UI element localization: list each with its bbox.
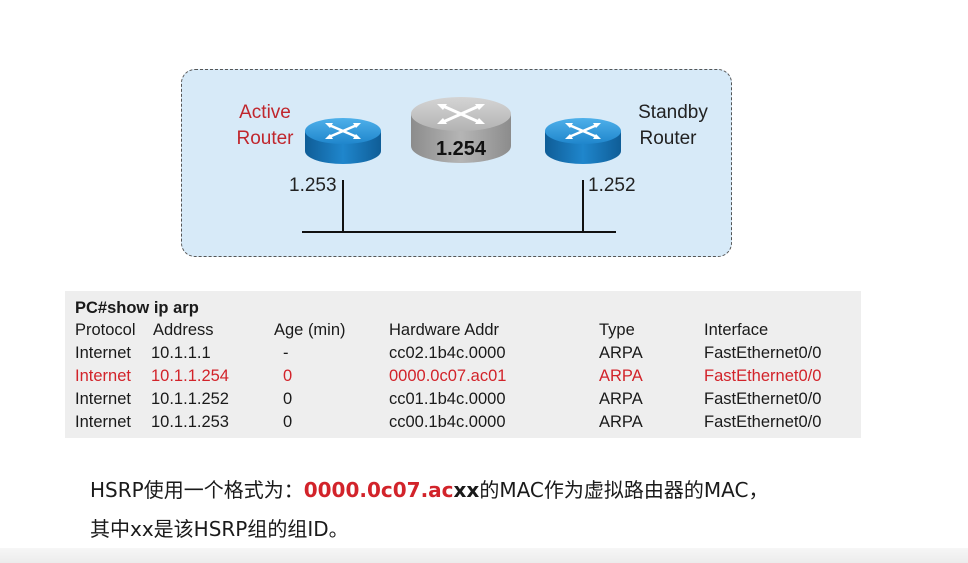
arp-row-interface: FastEthernet0/0 — [704, 413, 822, 431]
arp-row-address: 10.1.1.1 — [151, 344, 211, 362]
caption-line2: 其中xx是该HSRP组的组ID。 — [90, 517, 349, 541]
arp-row-type: ARPA — [599, 413, 643, 431]
arp-row-address-highlight: 10.1.1.254 — [151, 367, 229, 385]
arp-header-type: Type — [599, 321, 635, 339]
active-ip-label: 1.253 — [289, 175, 337, 196]
arp-header-hardware: Hardware Addr — [389, 321, 500, 339]
arp-row-age-highlight: 0 — [283, 367, 293, 385]
standby-label-line1: Standby — [638, 102, 708, 123]
arp-row-hardware: cc02.1b4c.0000 — [389, 344, 506, 362]
arp-row-interface: FastEthernet0/0 — [704, 344, 822, 362]
arp-row-type: ARPA — [599, 344, 643, 362]
virtual-router-label: 1.254 — [436, 138, 487, 160]
arp-row-hardware-highlight: 0000.0c07.ac01 — [389, 367, 507, 385]
arp-row-type: ARPA — [599, 390, 643, 408]
active-label-line1: Active — [239, 102, 291, 123]
standby-ip-label: 1.252 — [588, 175, 636, 196]
arp-row-address: 10.1.1.253 — [151, 413, 229, 431]
arp-row-protocol: Internet — [75, 344, 131, 362]
arp-header-interface: Interface — [704, 321, 769, 339]
arp-row-age: - — [283, 344, 289, 362]
arp-command: PC#show ip arp — [75, 299, 199, 317]
arp-header-protocol: Protocol — [75, 321, 136, 339]
arp-header-age: Age (min) — [274, 321, 346, 339]
standby-label-line2: Router — [639, 128, 697, 149]
arp-row-hardware: cc01.1b4c.0000 — [389, 390, 506, 408]
bottom-strip — [0, 548, 968, 563]
active-router-icon — [305, 118, 381, 164]
active-label-line2: Router — [236, 128, 294, 149]
arp-row-protocol: Internet — [75, 390, 131, 408]
caption-mac-prefix: 0000.0c07.ac — [303, 478, 454, 502]
arp-row-age: 0 — [283, 390, 293, 408]
topology-svg: 1.254 Active Router Standby Router 1.253… — [236, 97, 708, 233]
standby-router-icon — [545, 118, 621, 164]
arp-row-type-highlight: ARPA — [599, 367, 643, 385]
arp-output-panel: PC#show ip arp Protocol Address Age (min… — [65, 291, 861, 438]
caption-line1: HSRP使用一个格式为：0000.0c07.acxx的MAC作为虚拟路由器的MA… — [90, 474, 768, 503]
caption-mac-suffix: xx — [453, 478, 480, 502]
caption-prefix: HSRP使用一个格式为： — [90, 478, 304, 502]
arp-row-interface-highlight: FastEthernet0/0 — [704, 367, 822, 385]
arp-row-protocol-highlight: Internet — [75, 367, 131, 385]
arp-header-address: Address — [153, 321, 214, 339]
virtual-router-icon — [411, 97, 511, 163]
arp-row-interface: FastEthernet0/0 — [704, 390, 822, 408]
caption-rest: 的MAC作为虚拟路由器的MAC， — [479, 478, 769, 502]
arp-row-address: 10.1.1.252 — [151, 390, 229, 408]
arp-row-age: 0 — [283, 413, 293, 431]
arp-row-protocol: Internet — [75, 413, 131, 431]
arp-row-hardware: cc00.1b4c.0000 — [389, 413, 506, 431]
topology-diagram: 1.254 Active Router Standby Router 1.253… — [181, 69, 732, 257]
